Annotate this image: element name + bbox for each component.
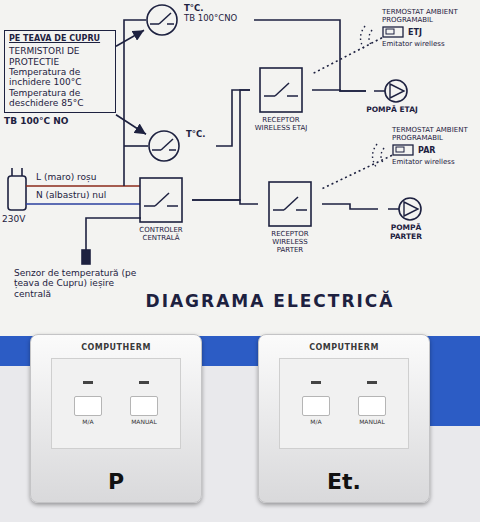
component-label: CONTROLER CENTRALĂ <box>130 226 192 242</box>
voltage-label: 230V <box>2 214 42 224</box>
emitter-label: Emitator wirelless <box>392 158 478 166</box>
emitter-label: Emitator wirelless <box>382 40 476 48</box>
button-label: MANUAL <box>359 419 385 426</box>
wire-label: L (maro) roșu <box>36 172 132 182</box>
wire <box>254 20 366 91</box>
live-wire <box>26 185 140 187</box>
thermostat-symbol: T°C. <box>146 128 216 164</box>
thermostat-icon <box>382 26 404 38</box>
wire <box>192 200 258 204</box>
thermostat-label: T°C. <box>184 4 237 14</box>
diagram-title: DIAGRAMA ELECTRICĂ <box>60 292 480 312</box>
wire <box>216 90 250 146</box>
note-tag: TB 100°C NO <box>4 116 116 126</box>
button-label: MANUAL <box>131 419 157 426</box>
component-symbol <box>258 66 304 114</box>
plug-symbol <box>8 176 26 210</box>
component-symbol <box>374 78 410 104</box>
wireless-link <box>322 155 392 188</box>
sensor-probe <box>82 250 90 264</box>
led <box>367 381 377 384</box>
handwritten-tag: Et. <box>267 469 421 494</box>
thermostat-tag: ETJ <box>408 28 422 37</box>
paper <box>0 0 480 336</box>
thermostat-label: T°C. <box>186 130 206 140</box>
device-panel: COMPUTHERM M/A MANUAL Et. <box>258 334 430 503</box>
handwritten-tag: P <box>39 469 193 494</box>
thermostat-icon <box>392 144 414 156</box>
front-panel: M/A MANUAL <box>279 358 409 449</box>
wire <box>192 90 250 200</box>
thermostat-circle <box>146 128 182 164</box>
component-label: RECEPTOR WIRELESS PARTER <box>258 230 322 254</box>
component-symbol <box>267 180 313 228</box>
note-heading: PE TEAVA DE CUPRU <box>9 34 111 43</box>
wireless-link <box>312 38 382 74</box>
led <box>311 381 321 384</box>
brand-name: COMPUTHERM <box>267 343 421 352</box>
plug-pin <box>21 168 23 176</box>
note-border: PE TEAVA DE CUPRU TERMISTORI DE PROTECTIE… <box>4 30 116 113</box>
push-button <box>358 396 386 416</box>
wire <box>312 90 366 91</box>
push-button <box>74 396 102 416</box>
push-button <box>302 396 330 416</box>
pump-symbol: POMPĂ ETAJ <box>366 78 418 115</box>
thermostat-box: TERMOSTAT AMBIENT PROGRAMABIL PAR Emitator… <box>392 126 478 166</box>
thermostat-symbol: T°C.TB 100°CNO <box>144 2 254 38</box>
sensor-wire <box>86 218 141 250</box>
wires <box>8 20 384 264</box>
receiver-box: RECEPTOR WIRELESS ETAJ <box>250 66 312 132</box>
thermostat-title: TERMOSTAT AMBIENT PROGRAMABIL <box>382 8 476 24</box>
front-panel: M/A MANUAL <box>51 358 181 449</box>
controller-box: CONTROLER CENTRALĂ <box>130 176 192 242</box>
thermistor-note: PE TEAVA DE CUPRU TERMISTORI DE PROTECTIE… <box>4 30 116 127</box>
bypass-wire <box>124 145 148 147</box>
button-label: M/A <box>82 419 93 426</box>
bypass-wire <box>124 20 146 186</box>
component-label: RECEPTOR WIRELESS ETAJ <box>250 116 312 132</box>
device-panel: COMPUTHERM M/A MANUAL P <box>30 334 202 503</box>
push-button <box>130 396 158 416</box>
led <box>83 381 93 384</box>
plug-pin <box>11 168 13 176</box>
component-symbol <box>138 176 184 224</box>
pump-symbol: POMPĂ PARTER <box>378 196 434 241</box>
receiver-box: RECEPTOR WIRELESS PARTER <box>258 180 322 254</box>
thermostat-box: TERMOSTAT AMBIENT PROGRAMABIL ETJ Emitator… <box>382 8 476 48</box>
wire <box>322 204 378 209</box>
thermostat-label: TB 100°CNO <box>184 14 237 24</box>
wire <box>116 115 146 135</box>
wire <box>116 30 144 46</box>
component-symbol <box>388 196 424 222</box>
thermostat-tag: PAR <box>418 146 435 155</box>
brand-name: COMPUTHERM <box>39 343 193 352</box>
note-body: TERMISTORI DE PROTECTIE Temperatura de i… <box>9 46 111 108</box>
thermostat-title: TERMOSTAT AMBIENT PROGRAMABIL <box>392 126 478 142</box>
thermostat-circle <box>144 2 180 38</box>
led <box>139 381 149 384</box>
sensor-label: Senzor de temperatură (pe țeava de Cupru… <box>14 268 138 299</box>
neutral-wire <box>26 203 140 205</box>
blue-band <box>430 336 480 426</box>
button-label: M/A <box>310 419 321 426</box>
wire-label: N (albastru) nul <box>36 190 132 200</box>
component-label: POMPĂ ETAJ <box>366 106 418 115</box>
component-label: POMPĂ PARTER <box>378 224 434 241</box>
